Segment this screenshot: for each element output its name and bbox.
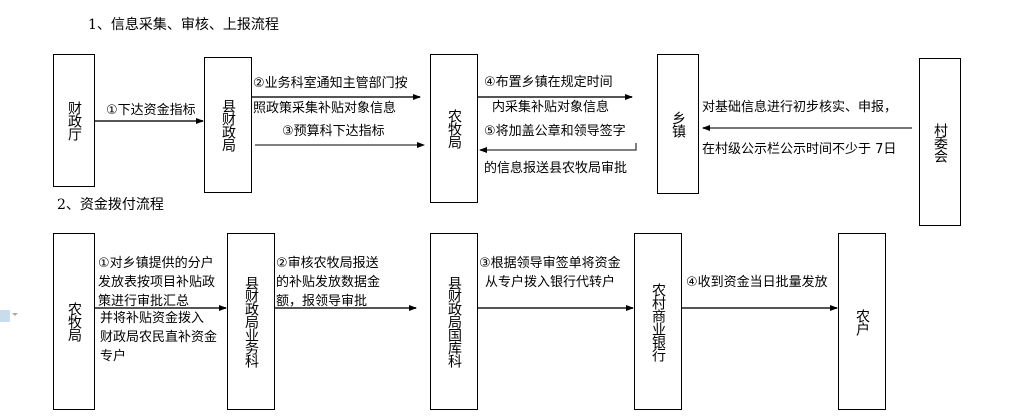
node-farmer: 农户 xyxy=(838,233,886,410)
edge2-label-line1: ②业务科室通知主管部门按 xyxy=(253,76,408,91)
node-village-committee: 村委会 xyxy=(919,58,961,226)
s2-edge4-above-1: ④收到资金当日批量发放 xyxy=(686,275,828,290)
node-county-finance: 县财政局 xyxy=(204,57,252,193)
edge6-label-line2: 在村级公示栏公示时间不少于 7日 xyxy=(702,142,897,157)
node-township: 乡镇 xyxy=(657,54,699,194)
section2-title: 2、资金拨付流程 xyxy=(57,197,164,213)
edge5-label-line1: ⑤将加盖公章和领导签字 xyxy=(484,124,626,139)
node-label: 财政厅 xyxy=(66,101,82,140)
node-label: 农户 xyxy=(854,308,870,335)
arrow-township-to-agri xyxy=(479,143,637,153)
edge3-label: ③预算科下达指标 xyxy=(282,124,385,139)
node-label: 县财政局 xyxy=(220,99,236,151)
node-agri-bureau-2: 农牧局 xyxy=(53,233,95,410)
s2-edge1-above-3: 策进行审批汇总 xyxy=(98,294,190,309)
s2-edge2-above-3: 额，报领导审批 xyxy=(276,294,368,309)
s2-edge1-above-2: 发放表按项目补贴政 xyxy=(98,275,216,290)
document-icon[interactable] xyxy=(0,310,10,322)
node-label: 农牧局 xyxy=(446,109,462,148)
s2-edge2-above-1: ②审核农牧局报送 xyxy=(276,256,379,271)
s2-edge3-above-2: 从专户拨入银行代转户 xyxy=(485,275,616,290)
node-label: 农村商业银行 xyxy=(650,282,666,361)
node-label: 乡镇 xyxy=(670,111,686,137)
node-label: 村委会 xyxy=(932,122,948,162)
s2-edge1-below-3: 专户 xyxy=(100,349,127,364)
edge2-label-line2: 照政策采集补贴对象信息 xyxy=(253,101,397,116)
edge1-label: ①下达资金指标 xyxy=(106,103,196,118)
node-finance-dept: 财政厅 xyxy=(53,54,95,187)
node-rural-commercial-bank: 农村商业银行 xyxy=(634,233,682,410)
node-county-finance-business: 县财政局业务科 xyxy=(227,233,275,410)
s2-edge1-above-1: ①对乡镇提供的分户 xyxy=(98,256,214,271)
node-county-finance-treasury: 县财政局国库科 xyxy=(430,233,478,410)
s2-edge1-below-2: 财政局农民直补资金 xyxy=(100,330,218,345)
edge5-label-line2: 的信息报送县农牧局审批 xyxy=(484,161,628,176)
s2-edge1-below-1: 并将补贴资金拨入 xyxy=(100,311,205,326)
node-label: 农牧局 xyxy=(66,302,82,341)
node-label: 县财政局国库科 xyxy=(446,276,462,367)
section1-title: 1、信息采集、审核、上报流程 xyxy=(88,17,279,33)
node-label: 县财政局业务科 xyxy=(243,276,259,367)
dropdown-caret-icon[interactable] xyxy=(12,313,18,316)
edge6-label-line1: 对基础信息进行初步核实、申报， xyxy=(702,100,898,115)
edge4-label-line2: 内采集补贴对象信息 xyxy=(492,100,610,115)
s2-edge2-above-2: 的补贴发放数据金 xyxy=(276,275,381,290)
node-agri-bureau: 农牧局 xyxy=(430,54,478,203)
edge4-label-line1: ④布置乡镇在规定时间 xyxy=(484,75,613,90)
s2-edge3-above-1: ③根据领导审签单将资金 xyxy=(479,256,621,271)
